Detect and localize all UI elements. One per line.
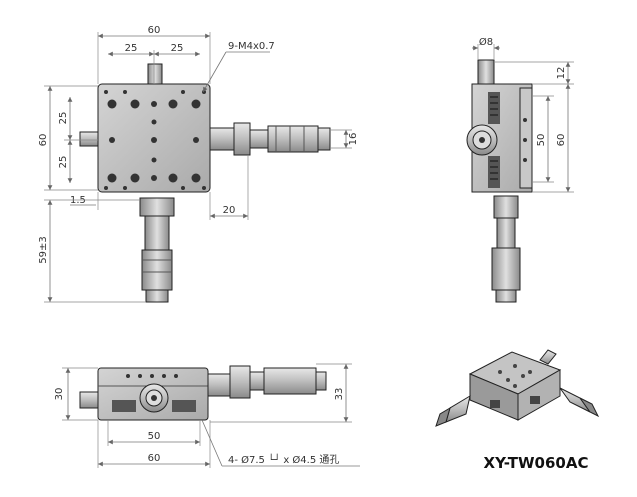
- dim-top-half-left: 25: [125, 43, 138, 54]
- dim-top-knob-offset: 20: [223, 205, 236, 216]
- dim-front-total: 33: [334, 388, 345, 401]
- dim-top-stroke: 59±3: [38, 236, 49, 263]
- dim-top-offset: 1.5: [70, 195, 86, 206]
- dim-top-pitch-upper: 25: [58, 112, 69, 125]
- callout-holes: 9-M4x0.7: [228, 41, 275, 52]
- dim-top-half-right: 25: [171, 43, 184, 54]
- dim-side-body: 60: [556, 134, 567, 147]
- micrometer-right: [207, 122, 331, 156]
- dim-side-top: 12: [556, 67, 567, 80]
- top-view: 60 25 25 9-M4x0.7 60 25 25 1.5 59±3: [38, 25, 359, 303]
- dim-top-knob-dia: 16: [348, 133, 359, 146]
- isometric-view: [435, 349, 600, 427]
- front-view: 30 33 50 60 4- Ø7.5 └┘ x Ø4.5 通孔: [54, 363, 360, 468]
- dim-top-height: 60: [38, 134, 49, 147]
- dim-front-width: 60: [148, 453, 161, 464]
- dim-top-pitch-lower: 25: [58, 156, 69, 169]
- dim-side-inner: 50: [536, 134, 547, 147]
- micrometer-bottom: [139, 197, 175, 303]
- dim-front-inner: 50: [148, 431, 161, 442]
- callout-mounting: 4- Ø7.5 └┘ x Ø4.5 通孔: [228, 453, 339, 466]
- dim-front-height: 30: [54, 388, 65, 401]
- side-view: Ø8 12 60 50: [466, 36, 574, 303]
- model-label: XY-TW060AC: [484, 454, 589, 472]
- dim-top-width: 60: [148, 25, 161, 36]
- dim-side-shaft: Ø8: [479, 36, 493, 48]
